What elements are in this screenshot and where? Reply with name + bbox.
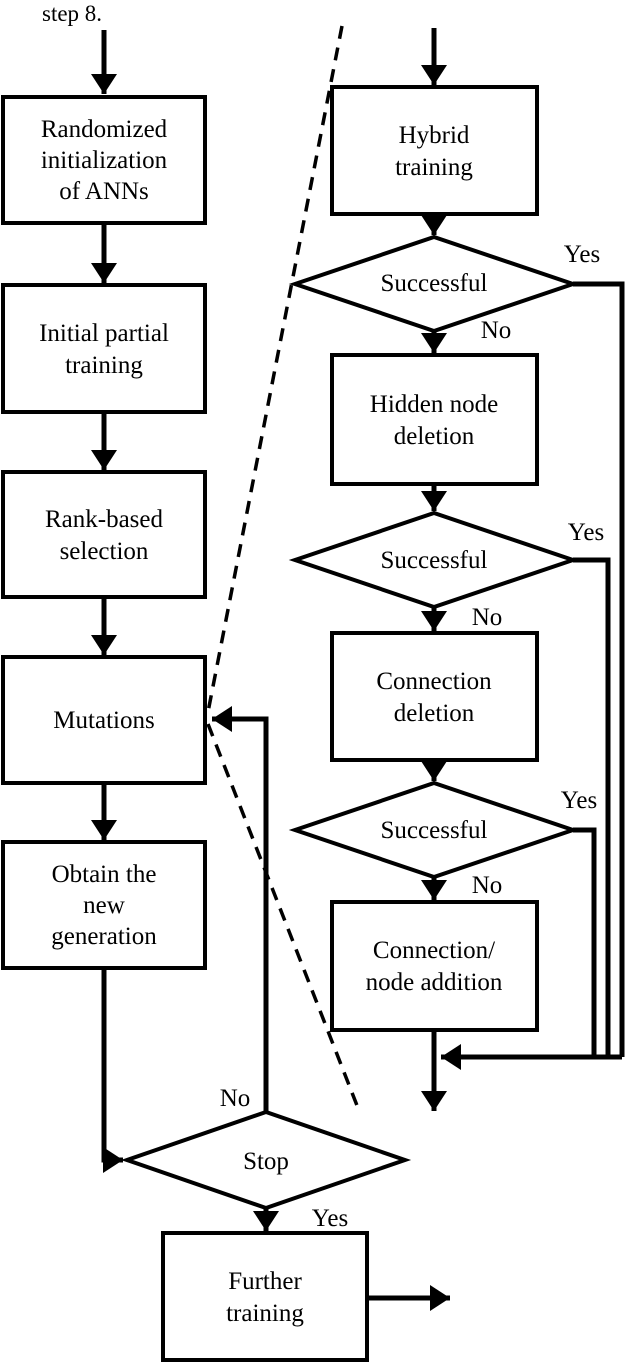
- box-connection-node-addition-line2: node addition: [366, 969, 503, 996]
- box-obtain-new-generation-line3: generation: [51, 923, 157, 950]
- stop-no-label: No: [220, 1085, 251, 1112]
- caption-step-label: step 8.: [42, 1, 102, 26]
- box-hidden-node-deletion-line1: Hidden node: [370, 391, 498, 418]
- detail-flowchart: Hybrid training Successful Yes No Hidden…: [288, 28, 625, 1111]
- main-flowchart: Randomized initialization of ANNs Initia…: [1, 30, 450, 1362]
- arrow-stop-no-feedback-to-mutations: [212, 706, 269, 1112]
- box-further-training-line2: training: [226, 1300, 304, 1327]
- arrow-generation-to-stop: [101, 968, 123, 1173]
- box-rank-based-selection-line1: Rank-based: [45, 506, 164, 533]
- box-hybrid-training-line1: Hybrid: [399, 122, 470, 149]
- successful-1-no-label: No: [481, 317, 512, 344]
- box-connection-node-addition-line1: Connection/: [373, 937, 495, 964]
- rail-yes-decision2: [573, 557, 611, 1057]
- box-connection-node-addition: [330, 900, 539, 1032]
- successful-1-yes-label: Yes: [564, 241, 600, 268]
- dashed-wedge-lower-line: [206, 723, 360, 1109]
- box-mutations: [1, 655, 207, 785]
- diamond-stop-label: Stop: [243, 1148, 289, 1175]
- box-obtain-new-generation-line1: Obtain the: [52, 861, 157, 888]
- successful-3-yes-label: Yes: [561, 787, 597, 814]
- diamond-successful-3-label: Successful: [381, 817, 488, 844]
- successful-2-no-label: No: [472, 604, 503, 631]
- box-initial-partial-training-line2: training: [65, 352, 143, 379]
- box-connection-deletion-line2: deletion: [394, 700, 475, 727]
- diamond-successful-2-label: Successful: [381, 547, 488, 574]
- magnification-wedge: [206, 25, 360, 1109]
- diamond-stop: [120, 1109, 412, 1211]
- box-initial-partial-training-line1: Initial partial: [39, 320, 169, 347]
- successful-3-no-label: No: [472, 872, 503, 899]
- diamond-successful-1-label: Successful: [381, 270, 488, 297]
- box-randomized-initialization: [1, 95, 207, 225]
- box-randomized-initialization-line2: initialization: [41, 147, 168, 174]
- box-randomized-initialization-line1: Randomized: [41, 116, 168, 143]
- dashed-wedge-upper-line: [206, 25, 344, 713]
- box-rank-based-selection: [1, 470, 207, 599]
- box-further-training-line1: Further: [228, 1268, 302, 1295]
- box-mutations-line1: Mutations: [53, 707, 154, 734]
- box-hybrid-training-line2: training: [395, 154, 473, 181]
- box-hidden-node-deletion: [330, 353, 539, 486]
- rail-yes-decision3: [573, 827, 597, 1057]
- rail-yes-decision1: [573, 281, 625, 1057]
- box-connection-deletion: [330, 631, 539, 762]
- successful-2-yes-label: Yes: [568, 519, 604, 546]
- box-randomized-initialization-line3: of ANNs: [59, 178, 149, 205]
- box-initial-partial-training: [1, 283, 207, 414]
- box-obtain-new-generation-line2: new: [83, 892, 125, 919]
- box-further-training: [161, 1231, 369, 1362]
- box-hybrid-training: [330, 85, 539, 216]
- box-hidden-node-deletion-line2: deletion: [394, 423, 475, 450]
- stop-yes-label: Yes: [312, 1205, 348, 1232]
- box-connection-deletion-line1: Connection: [376, 668, 492, 695]
- box-obtain-new-generation: [1, 840, 207, 970]
- box-rank-based-selection-line2: selection: [60, 538, 149, 565]
